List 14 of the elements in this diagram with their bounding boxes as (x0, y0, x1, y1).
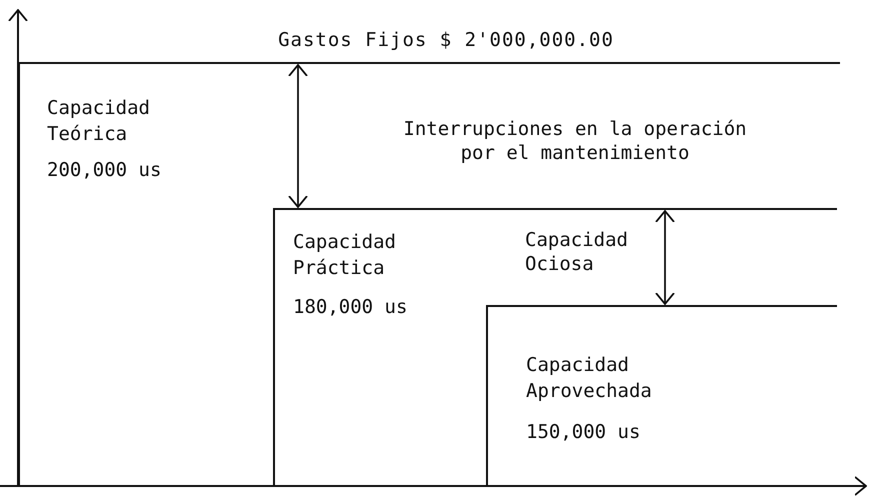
idle-capacity-label: Capacidad Ociosa (525, 228, 629, 276)
capacity-value: 180,000 us (293, 295, 408, 320)
capacity-value: 150,000 us (526, 420, 642, 445)
double-arrow (288, 64, 308, 208)
capacity-region (273, 208, 837, 485)
region-title: Capacidad Aprovechada (526, 353, 653, 404)
double-arrow (655, 210, 675, 305)
fixed-cost-label: Gastos Fijos $ 2'000,000.00 (277, 28, 615, 52)
capacity-region (486, 305, 837, 485)
capacity-value: 200,000 us (47, 158, 162, 183)
capacity-region (18, 62, 840, 487)
annotation-text: Interrupciones en la operación por el mantenimiento (402, 117, 748, 165)
region-title: Capacidad Teórica (47, 96, 151, 147)
region-title: Capacidad Práctica (293, 230, 397, 281)
